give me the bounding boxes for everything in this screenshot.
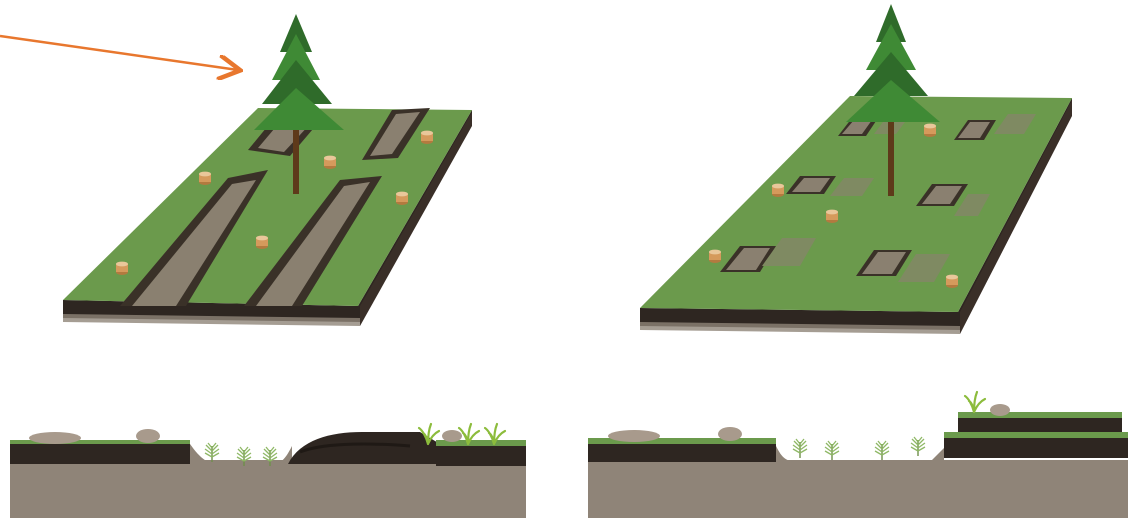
orange-arrow: [0, 36, 238, 70]
stump-icon: [421, 131, 433, 144]
stump-icon: [199, 172, 211, 185]
stump-icon: [772, 184, 784, 197]
topsoil-layer: [10, 442, 190, 464]
left-cross-section: [10, 424, 526, 518]
right-cross-section: [588, 392, 1128, 518]
left-block: [63, 14, 472, 326]
stump-icon: [709, 250, 721, 263]
stump-icon: [946, 275, 958, 288]
stump-icon: [324, 156, 336, 169]
rock-icon: [29, 432, 81, 444]
inverted-mound-lower: [944, 436, 1128, 458]
seedling-icon: [825, 441, 839, 460]
rock-icon: [990, 404, 1010, 416]
rock-icon: [718, 427, 742, 441]
seedling-icon: [793, 439, 807, 458]
stump-icon: [396, 192, 408, 205]
grass-tuft-icon: [965, 392, 985, 412]
stump-icon: [116, 262, 128, 275]
seedling-icon: [875, 441, 889, 460]
rock-icon: [608, 430, 660, 442]
topsoil-layer: [588, 442, 776, 462]
right-block: [640, 4, 1072, 334]
stump-icon: [826, 210, 838, 223]
seedling-icon: [205, 443, 219, 462]
stump-icon: [924, 124, 936, 137]
rock-icon: [136, 429, 160, 443]
inverted-mound-upper: [958, 416, 1122, 432]
seedling-icon: [911, 437, 925, 456]
stump-icon: [256, 236, 268, 249]
rock-icon: [442, 430, 462, 442]
